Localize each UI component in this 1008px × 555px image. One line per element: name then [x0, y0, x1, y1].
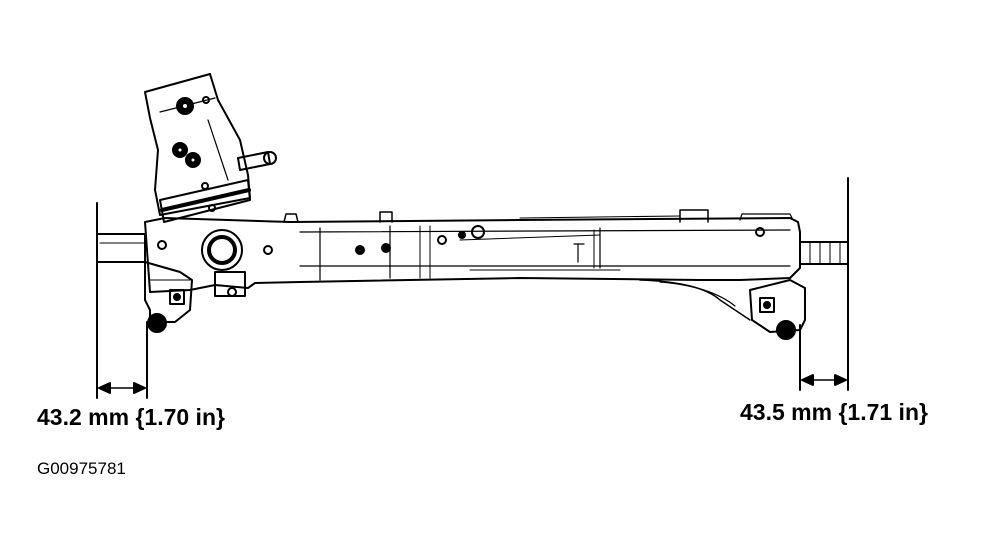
right-dimension-label: 43.5 mm {1.71 in}: [740, 399, 928, 425]
housing-bolt-2: [263, 245, 273, 255]
housing-bolt-8: [755, 227, 765, 237]
left-mount-slot: [169, 289, 185, 305]
right-arrow-head-left: [801, 374, 814, 386]
housing-bolt-3: [355, 245, 365, 255]
left-mount-foot: [147, 313, 167, 333]
valve-flange-stripe: [160, 188, 251, 212]
housing-bolt-7: [471, 225, 485, 239]
housing-bolt-9: [208, 204, 216, 212]
rack-top-ridge-4: [739, 213, 793, 221]
valve-port-small: [202, 96, 210, 104]
housing-bolt-6: [458, 231, 466, 239]
left-arrow-head-right: [133, 382, 146, 394]
rack-bottom-sweep-2: [659, 281, 736, 307]
figure-id-label: G00975781: [37, 459, 126, 478]
left-dimension-lines: [96, 202, 148, 399]
rack-tube-line-4: [459, 234, 601, 241]
valve-port-middle-inner: [176, 146, 184, 154]
input-shaft-lower-tab: [214, 271, 246, 297]
right-mount-foot: [776, 320, 796, 340]
valve-port-top-inner: [181, 102, 189, 110]
rack-top-ridge-3: [679, 209, 709, 223]
rack-tube-centerline: [299, 229, 791, 233]
housing-bolt-5: [437, 235, 447, 245]
left-tie-rod-end: [96, 233, 146, 263]
valve-port-middle-2-inner: [189, 156, 197, 164]
housing-bolt-1: [157, 240, 167, 250]
right-arrow-head-right: [834, 374, 847, 386]
valve-port-lower: [201, 182, 209, 190]
rack-top-line: [519, 215, 681, 219]
left-dimension-label: 43.2 mm {1.70 in}: [37, 404, 225, 430]
left-arrow-head-left: [98, 382, 111, 394]
right-tie-rod-end: [799, 241, 849, 265]
housing-bolt-4: [381, 243, 391, 253]
right-mount-hole: [763, 301, 771, 309]
input-shaft-lower-bolt: [227, 287, 237, 297]
left-mount-bracket: [144, 261, 193, 323]
steering-gear-housing: [96, 73, 849, 340]
valve-fitting-end: [263, 151, 277, 165]
rack-top-ridge: [379, 211, 393, 223]
valve-flange-plate: [159, 179, 251, 223]
left-mount-hole: [173, 293, 181, 301]
rack-bottom-sweep: [639, 279, 751, 321]
right-dimension-lines: [799, 177, 849, 391]
rack-top-ridge-2: [283, 213, 299, 223]
right-mount-bracket: [749, 279, 806, 333]
input-shaft-boss-inner: [207, 235, 237, 265]
right-mount-slot: [759, 297, 775, 313]
valve-body-edge-2: [207, 119, 229, 181]
input-shaft-boss: [201, 229, 243, 271]
